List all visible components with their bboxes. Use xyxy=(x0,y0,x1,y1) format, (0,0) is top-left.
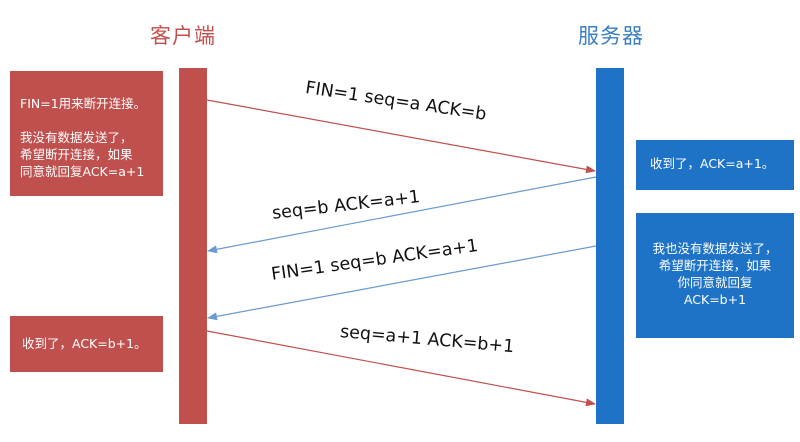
server-title: 服务器 xyxy=(578,24,644,48)
server-ack-note: 收到了，ACK=a+1。 xyxy=(636,140,794,190)
client-fin-note-line: 我没有数据发送了， xyxy=(20,130,133,145)
client-timeline-bar xyxy=(179,68,207,424)
client-fin-note-line: 希望断开连接，如果 xyxy=(20,147,133,162)
ack-arrow-server-to-client xyxy=(207,176,597,254)
fin-arrow-server-to-client xyxy=(207,245,597,321)
client-ack-note-text: 收到了，ACK=b+1。 xyxy=(22,336,147,351)
client-ack-note: 收到了，ACK=b+1。 xyxy=(10,316,163,372)
server-fin-note-line: 希望断开连接，如果 xyxy=(658,258,772,273)
server-fin-note-line: 我也没有数据发送了， xyxy=(652,241,778,256)
fin-arrow-client-to-server xyxy=(206,99,596,174)
client-fin-note: FIN=1用来断开连接。 我没有数据发送了， 希望断开连接，如果 同意就回复AC… xyxy=(10,71,163,196)
server-fin-note: 我也没有数据发送了， 希望断开连接，如果 你同意就回复 ACK=b+1 xyxy=(636,213,794,338)
server-ack-note-text: 收到了，ACK=a+1。 xyxy=(650,156,775,171)
client-fin-note-line: FIN=1用来断开连接。 xyxy=(20,96,147,111)
client-title: 客户端 xyxy=(150,24,216,48)
client-fin-note-line: 同意就回复ACK=a+1 xyxy=(20,164,145,179)
server-timeline-bar xyxy=(596,68,624,424)
server-fin-note-line: ACK=b+1 xyxy=(683,292,747,307)
ack-arrow-client-to-server xyxy=(206,330,596,407)
server-fin-note-line: 你同意就回复 xyxy=(677,275,753,290)
